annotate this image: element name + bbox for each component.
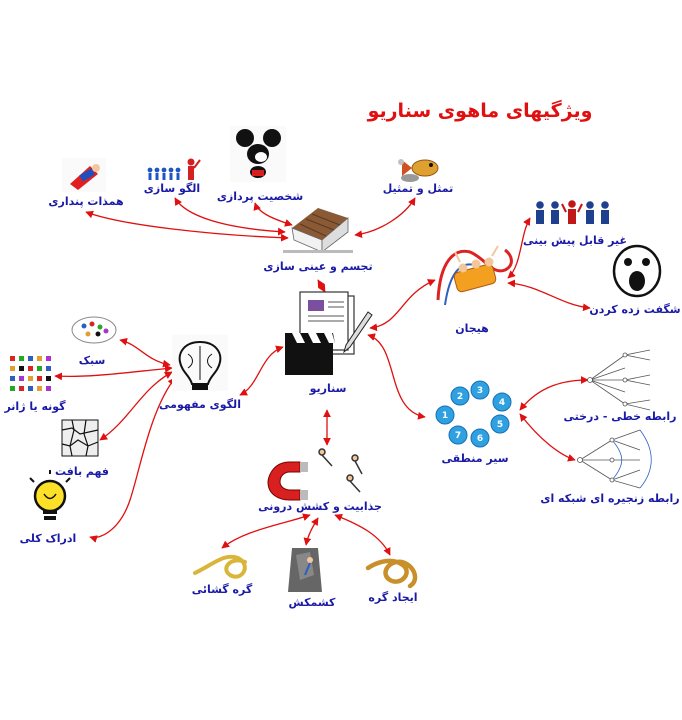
shocked-face-icon bbox=[612, 244, 662, 298]
node-unpredictable: غیر قابل پیش بینی bbox=[522, 234, 628, 247]
edge-excitement-astonish bbox=[507, 279, 591, 312]
node-patterning: الگو سازی bbox=[143, 182, 201, 195]
tree-diagram-icon bbox=[587, 349, 651, 411]
node-attraction: جذابیت و کشش درونی bbox=[258, 500, 382, 513]
svg-text:2: 2 bbox=[457, 392, 463, 402]
edge-conceptual-genre bbox=[54, 364, 173, 381]
node-logical-flow: سیر منطقی bbox=[441, 452, 509, 465]
edge-excitement-unpredictable bbox=[507, 217, 531, 279]
node-allegory: تمثل و تمثیل bbox=[382, 182, 454, 195]
node-holistic: ادراک کلی bbox=[19, 532, 77, 545]
edge-embodiment-patterning bbox=[174, 197, 286, 236]
svg-text:3: 3 bbox=[477, 386, 483, 396]
climber-icon bbox=[288, 548, 322, 592]
node-astonish: شگفت زده کردن bbox=[589, 303, 681, 316]
svg-text:4: 4 bbox=[499, 398, 505, 408]
roller-coaster-icon bbox=[436, 245, 513, 306]
edge-attraction-struggle bbox=[303, 517, 319, 546]
clapperboard-icon bbox=[285, 291, 373, 375]
knot-icon bbox=[365, 558, 418, 589]
gear-cycle-icon: 2 3 4 5 6 7 1 bbox=[435, 380, 512, 448]
people-row-icon bbox=[147, 158, 201, 180]
node-untangling: گره گشائی bbox=[191, 583, 253, 596]
edge-attraction-knotting bbox=[334, 513, 391, 556]
style-cloud-icon bbox=[71, 316, 117, 344]
edge-embodiment-empathy bbox=[85, 210, 289, 242]
node-scenario: سناریو bbox=[309, 382, 347, 395]
edge-scenario-excitement bbox=[369, 279, 436, 332]
edge-scenario-logical bbox=[367, 333, 426, 420]
lightbulb-icon bbox=[29, 470, 71, 520]
fish-icon bbox=[398, 159, 439, 182]
node-excitement: هیجان bbox=[455, 322, 489, 335]
node-characterization: شخصیت پردازی bbox=[216, 190, 304, 203]
node-conceptual-pattern: الگوی مفهومی bbox=[159, 398, 241, 411]
diagram-title: ویژگیهای ماهوی سناریو bbox=[367, 100, 593, 122]
edge-scenario-conceptual bbox=[239, 345, 284, 396]
untied-rope-icon bbox=[193, 554, 247, 579]
svg-text:5: 5 bbox=[497, 420, 503, 430]
brain-bulb-icon bbox=[172, 335, 228, 391]
svg-text:1: 1 bbox=[442, 411, 448, 421]
edge-embodiment-allegory bbox=[354, 197, 416, 239]
node-network-chain: رابطه زنجیره ای شبکه ای bbox=[540, 492, 680, 505]
edge-conceptual-style bbox=[119, 337, 171, 368]
node-struggle: کشمکش bbox=[288, 596, 336, 609]
network-diagram-icon bbox=[577, 429, 652, 489]
node-knotting: ایجاد گره bbox=[368, 591, 418, 604]
cartoon-mouse-icon bbox=[230, 126, 286, 182]
magnet-icon bbox=[267, 448, 363, 501]
node-linear-tree: رابطه خطی - درختی bbox=[563, 410, 677, 423]
node-style: سبک bbox=[78, 354, 106, 367]
edge-attraction-untangling bbox=[221, 513, 311, 549]
edge-conceptual-holistic bbox=[89, 377, 176, 543]
node-genre: گونه یا ژانر bbox=[4, 400, 66, 413]
svg-text:7: 7 bbox=[455, 431, 461, 441]
edge-scenario-embodiment bbox=[317, 279, 326, 293]
superhero-icon bbox=[62, 158, 106, 192]
genre-grid-icon bbox=[10, 356, 51, 391]
house-construction-icon bbox=[283, 208, 353, 253]
node-context: فهم بافت bbox=[54, 465, 110, 478]
edge-embodiment-character bbox=[253, 202, 293, 227]
node-embodiment: تجسم و عینی سازی bbox=[263, 260, 373, 273]
texture-icon bbox=[61, 419, 99, 457]
group-odd-one-icon bbox=[536, 200, 609, 224]
edge-logical-linear bbox=[519, 376, 589, 411]
svg-text:6: 6 bbox=[477, 434, 483, 444]
edge-logical-network bbox=[519, 413, 576, 462]
node-empathy: همذات پنداری bbox=[48, 195, 124, 208]
